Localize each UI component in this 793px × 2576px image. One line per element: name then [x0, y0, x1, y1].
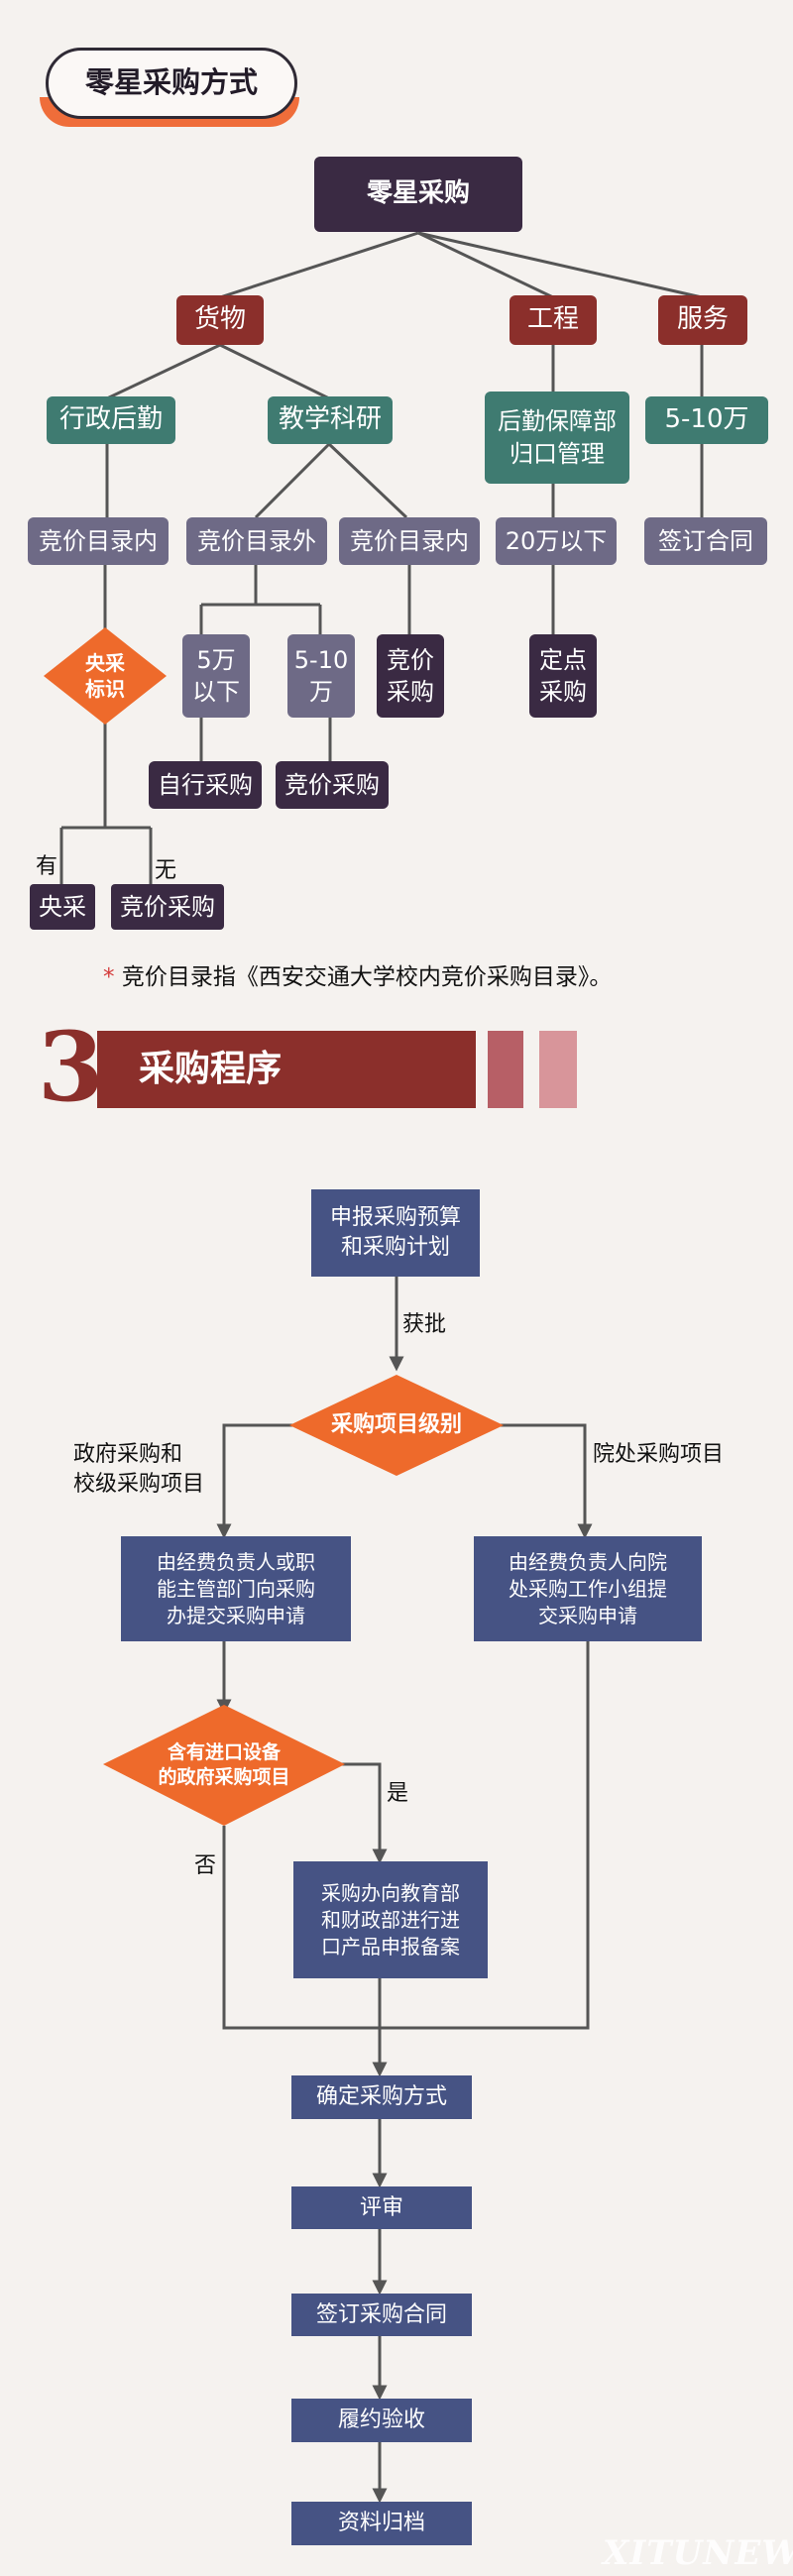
engineering-node: 工程: [510, 295, 597, 345]
designated-purchase-node: 定点 采购: [529, 634, 597, 718]
bid-purchase-node-3: 竞价采购: [111, 884, 224, 930]
section2-accent-1: [488, 1031, 523, 1108]
self-purchase-node: 自行采购: [149, 761, 262, 809]
section2-title-bar: [97, 1031, 476, 1108]
catalog-in-node-1: 竞价目录内: [28, 517, 169, 565]
under-20w-node: 20万以下: [496, 517, 617, 565]
left-request-node: 由经费负责人或职 能主管部门向采购 办提交采购申请: [121, 1536, 351, 1641]
sign-contract-node: 签订合同: [644, 517, 767, 565]
no-label-2: 否: [194, 1853, 217, 1878]
services-range-node: 5-10万: [645, 396, 768, 444]
note-text: 竞价目录指《西安交通大学校内竞价采购目录》。: [121, 964, 613, 990]
import-diamond: [103, 1705, 345, 1826]
range-5-10w-node: 5-10 万: [287, 634, 355, 718]
yes-label: 有: [36, 854, 58, 879]
sign-contract-node-2: 签订采购合同: [291, 2294, 472, 2336]
bid-purchase-node: 竞价 采购: [377, 634, 444, 718]
archive-node: 资料归档: [291, 2502, 472, 2545]
level-diamond: [289, 1375, 504, 1476]
review-node: 评审: [291, 2186, 472, 2229]
section2-accent-2: [539, 1031, 577, 1108]
confirm-method-node: 确定采购方式: [291, 2075, 472, 2119]
root-node: 零星采购: [314, 157, 522, 232]
section2-number: 3: [38, 1011, 104, 1123]
teaching-research-node: 教学科研: [268, 396, 393, 444]
bid-purchase-node-2: 竞价采购: [276, 761, 389, 809]
under-5w-node: 5万 以下: [182, 634, 250, 718]
note-star: *: [103, 964, 115, 990]
acceptance-node: 履约验收: [291, 2399, 472, 2442]
admin-logistics-node: 行政后勤: [47, 396, 175, 444]
catalog-out-node: 竞价目录外: [186, 517, 327, 565]
left-branch-label: 政府采购和 校级采购项目: [73, 1442, 205, 1497]
section2-title: 采购程序: [139, 1049, 283, 1089]
right-request-node: 由经费负责人向院 处采购工作小组提 交采购申请: [474, 1536, 702, 1641]
import-filing-node: 采购办向教育部 和财政部进行进 口产品申报备案: [293, 1861, 488, 1978]
goods-node: 货物: [176, 295, 264, 345]
services-node: 服务: [658, 295, 747, 345]
no-label: 无: [155, 858, 177, 883]
central-mark-diamond: [44, 627, 167, 725]
report-budget-node: 申报采购预算 和采购计划: [311, 1189, 480, 1277]
yes-label-2: 是: [387, 1781, 409, 1806]
catalog-in-node-2: 竞价目录内: [339, 517, 480, 565]
central-purchase-node: 央采: [30, 884, 95, 930]
watermark: XITUNEWS: [603, 2533, 793, 2573]
right-branch-label: 院处采购项目: [593, 1442, 725, 1467]
import-diamond-label: 含有进口设备 的政府采购项目: [158, 1741, 290, 1788]
note: * 竞价目录指《西安交通大学校内竞价采购目录》。: [103, 957, 612, 991]
central-mark-label: 央采 标识: [85, 651, 125, 701]
level-diamond-label: 采购项目级别: [330, 1412, 462, 1437]
approved-label: 获批: [402, 1312, 447, 1337]
section1-title: 零星采购方式: [46, 48, 297, 119]
logistics-mgmt-node: 后勤保障部 归口管理: [485, 392, 629, 484]
